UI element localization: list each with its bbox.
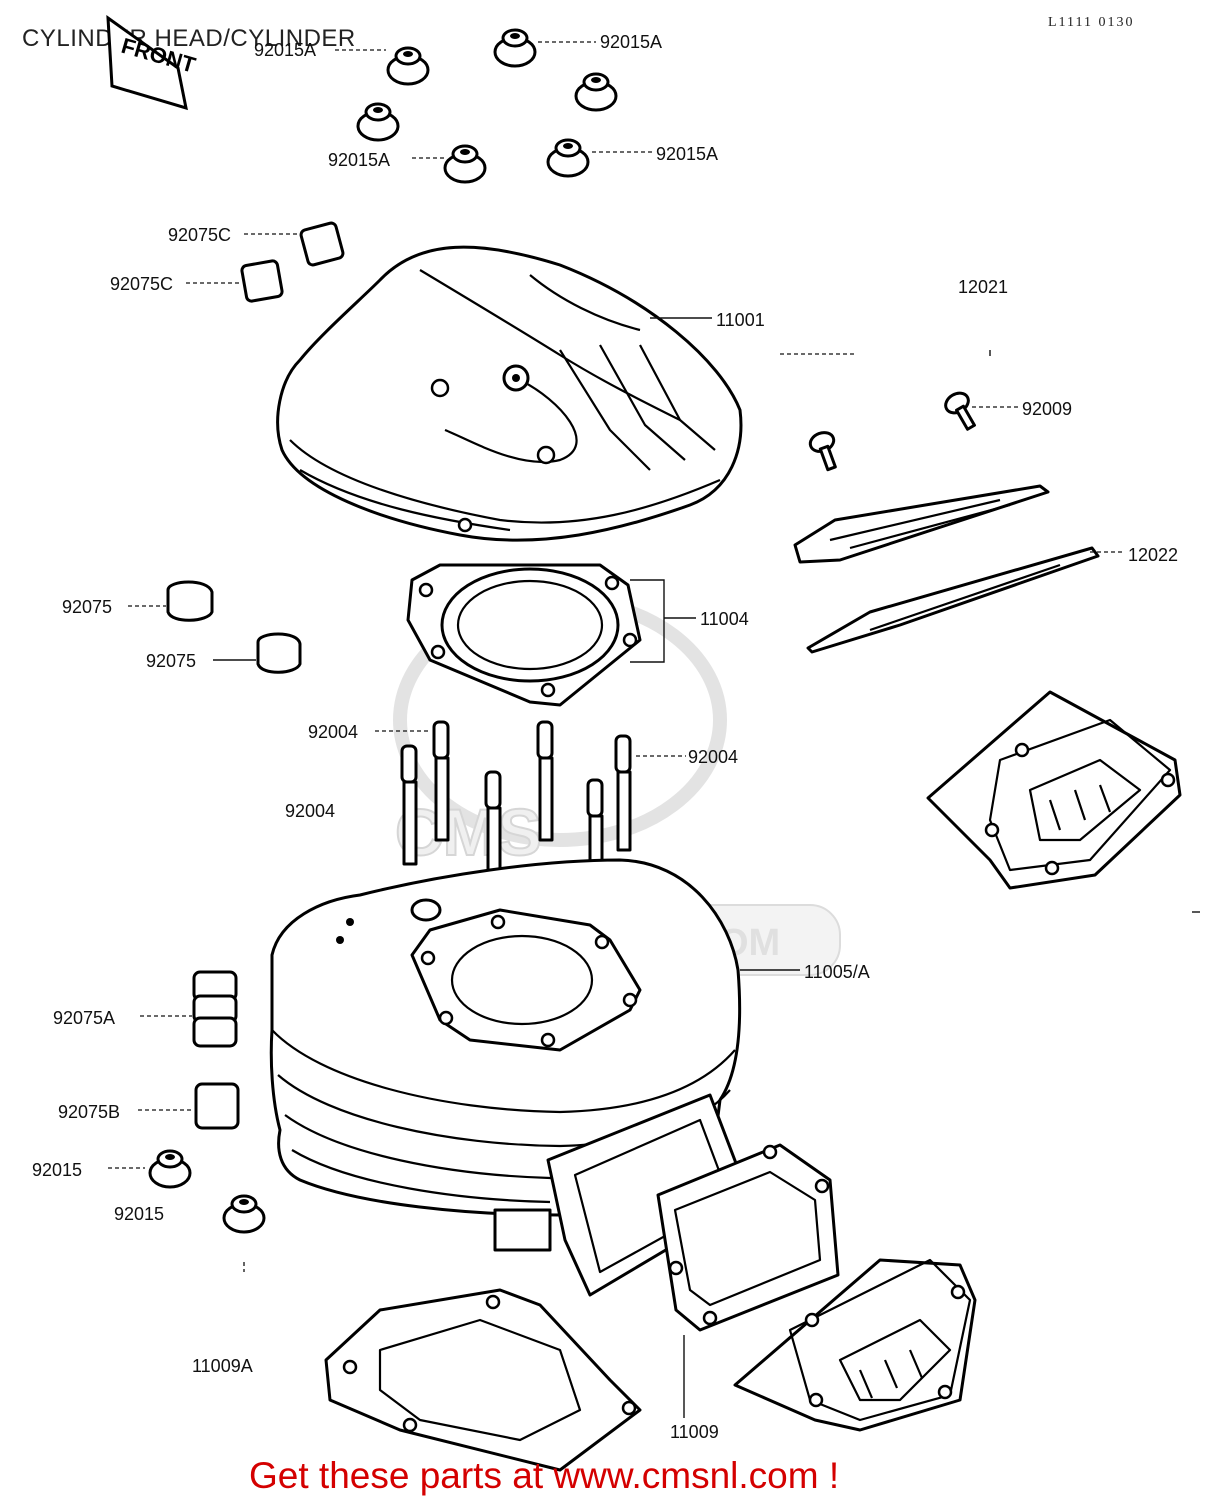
rubber-cap	[299, 221, 345, 267]
head-gasket	[406, 563, 642, 707]
rubber-cap	[240, 259, 284, 303]
diagram-code: L1111 0130	[1048, 15, 1135, 30]
cap-nut	[493, 28, 537, 68]
screw	[808, 431, 837, 472]
callout-92075C: 92075C	[168, 225, 231, 245]
callout-92075: 92075	[62, 597, 112, 617]
intake-gasket	[656, 1143, 840, 1332]
callout-92075A: 92075A	[53, 1008, 115, 1028]
front-marker: FRONT	[106, 14, 199, 111]
rubber-cap-stack	[192, 970, 238, 1048]
watermark-main: CMS	[395, 795, 542, 869]
callout-92015A: 92015A	[600, 32, 662, 52]
callout-11009: 11009	[670, 1422, 719, 1442]
callout-11001: 11001	[716, 310, 765, 330]
cap-nut	[356, 102, 400, 142]
stud-bolt	[536, 720, 554, 842]
callout-92015: 92015	[114, 1204, 164, 1224]
cap-nut	[574, 72, 618, 112]
callout-11009A: 11009A	[192, 1356, 253, 1376]
cap-nut	[222, 1194, 266, 1234]
reed-gasket	[793, 484, 1100, 654]
rubber-cap	[194, 1082, 240, 1130]
stud-bolt	[432, 720, 450, 842]
callout-92075: 92075	[146, 651, 196, 671]
cap-nut-group-top	[356, 28, 618, 184]
reed-valve-assembly	[926, 690, 1182, 890]
callout-11004: 11004	[700, 609, 749, 629]
callout-labels: 92015A 92015A 92015A 92015A 92075C 92075…	[32, 32, 1178, 1442]
cap-nut	[546, 138, 590, 178]
callout-12021: 12021	[958, 277, 1008, 297]
cap-nut	[386, 46, 430, 86]
callout-11005A: 11005/A	[804, 962, 870, 982]
promo-link[interactable]: Get these parts at www.cmsnl.com !	[249, 1455, 839, 1496]
callout-92075B: 92075B	[58, 1102, 120, 1122]
callout-92004: 92004	[308, 722, 358, 742]
callout-92009: 92009	[1022, 399, 1072, 419]
stud-bolt	[614, 734, 632, 852]
cylinder-head	[276, 245, 743, 542]
cap-nut	[148, 1149, 192, 1189]
callout-12022: 12022	[1128, 545, 1178, 565]
rubber-cap	[166, 580, 302, 674]
callout-92015A: 92015A	[328, 150, 390, 170]
leader-lines	[108, 41, 1200, 1418]
reed-valve-assembly	[733, 1258, 977, 1432]
stud-bolt	[400, 744, 418, 866]
screw	[944, 391, 976, 431]
callout-92075C: 92075C	[110, 274, 173, 294]
callout-92015: 92015	[32, 1160, 82, 1180]
cylinder	[269, 858, 752, 1297]
callout-92004: 92004	[285, 801, 335, 821]
cap-nut	[443, 144, 487, 184]
diagram-title: CYLINDER HEAD/CYLINDER	[22, 25, 356, 52]
callout-92015A: 92015A	[254, 40, 316, 60]
callout-92015A: 92015A	[656, 144, 718, 164]
callout-92004: 92004	[688, 747, 738, 767]
base-gasket	[324, 1288, 642, 1472]
